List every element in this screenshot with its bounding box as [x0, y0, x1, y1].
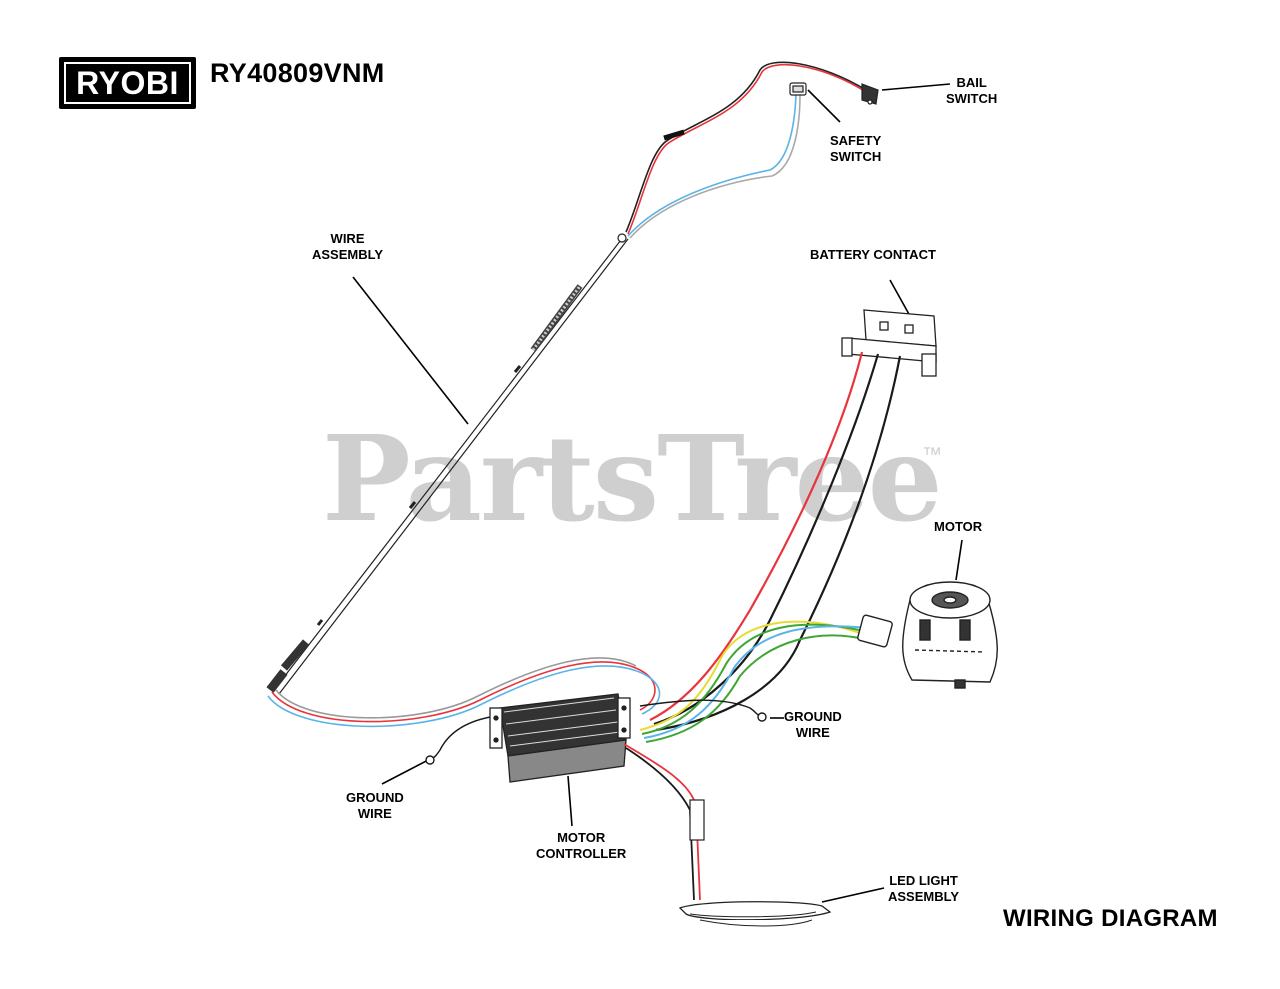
- handle-tube: [266, 233, 629, 695]
- battery-contact-part: [841, 309, 937, 377]
- ryobi-logo-frame: RYOBI: [64, 62, 191, 104]
- trademark-symbol: ™: [922, 444, 942, 466]
- partstree-watermark: PartsTree: [322, 409, 943, 548]
- ground-wire-left-part: [425, 715, 497, 765]
- led-wires: [623, 743, 705, 901]
- leader-lines: [352, 83, 963, 903]
- label-motor: MOTOR: [934, 519, 983, 534]
- diagram-title: WIRING DIAGRAM: [1003, 905, 1218, 932]
- label-ground-wire-left: GROUND WIRE: [346, 790, 404, 821]
- label-wire-assembly: WIRE ASSEMBLY: [312, 231, 384, 262]
- label-led-light-assembly: LED LIGHT ASSEMBLY: [888, 873, 960, 904]
- led-light-part: [678, 901, 832, 927]
- motor-part: [857, 581, 998, 689]
- label-safety-switch: SAFETY SWITCH: [830, 133, 882, 164]
- upper-wires: [625, 61, 867, 239]
- ryobi-logo: RYOBI: [59, 57, 196, 109]
- motor-wires: [639, 620, 869, 743]
- model-number: RY40809VNM: [210, 58, 385, 88]
- motor-controller-part: [489, 693, 631, 783]
- label-ground-wire-right: GROUND WIRE: [784, 709, 842, 740]
- label-bail-switch: BAIL SWITCH: [946, 75, 998, 106]
- label-battery-contact: BATTERY CONTACT: [810, 247, 936, 262]
- bail-switch-part: [861, 83, 879, 105]
- label-motor-controller: MOTOR CONTROLLER: [536, 830, 627, 861]
- ground-wire-right-part: [639, 699, 767, 722]
- ryobi-logo-text: RYOBI: [76, 65, 179, 101]
- battery-wires: [649, 351, 902, 732]
- safety-switch-part: [789, 82, 807, 96]
- controller-wire-loop: [267, 657, 661, 728]
